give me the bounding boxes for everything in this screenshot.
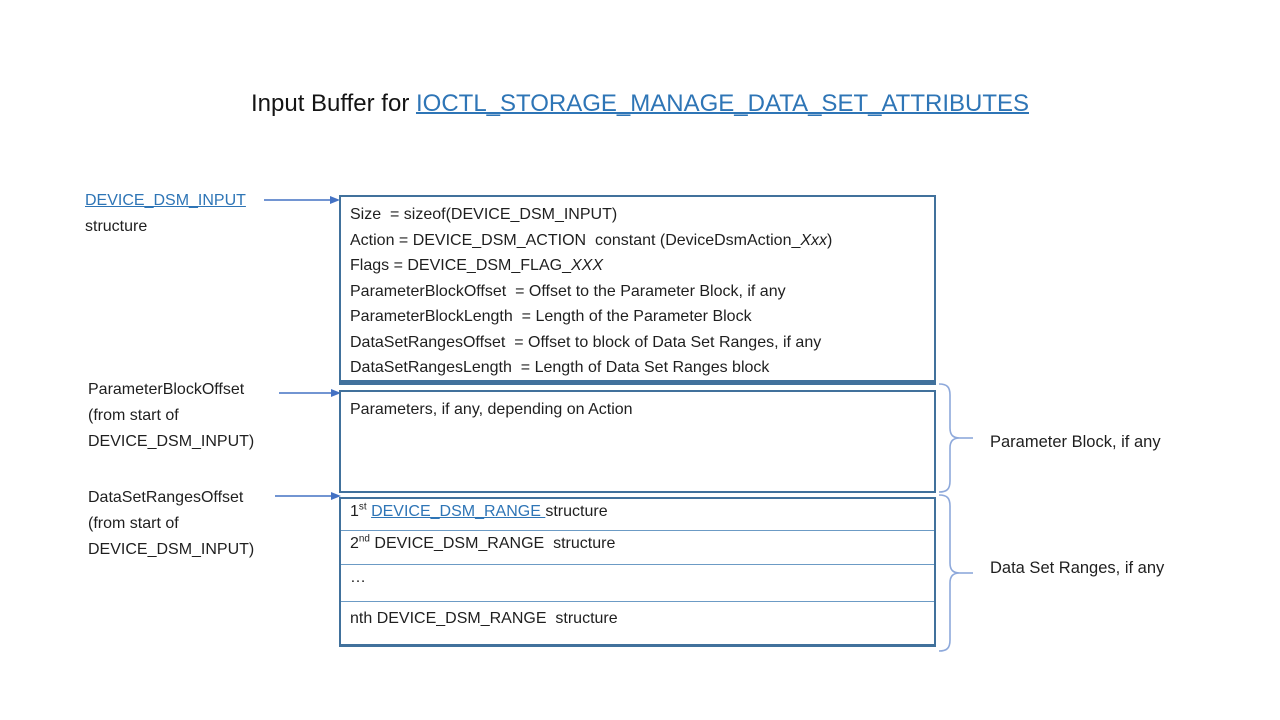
label-data-set-ranges-if-any: Data Set Ranges, if any <box>990 559 1165 577</box>
label-line: DataSetRangesOffset <box>88 489 244 506</box>
ioctl-storage-manage-data-set-attributes-link[interactable]: IOCTL_STORAGE_MANAGE_DATA_SET_ATTRIBUTES <box>415 90 1030 117</box>
struct-line-data-set-ranges-offset: DataSetRangesOffset = Offset to block of… <box>350 333 822 351</box>
device-dsm-input-link[interactable]: DEVICE_DSM_INPUT <box>85 192 246 209</box>
struct-line-action: Action = DEVICE_DSM_ACTION constant (Dev… <box>350 231 833 249</box>
range-row-2: 2nd DEVICE_DSM_RANGE structure <box>341 530 934 564</box>
label-line: ParameterBlockOffset <box>88 381 245 398</box>
label-line: (from start of <box>88 515 179 532</box>
input-struct-arrow-icon <box>264 196 340 204</box>
page-title: Input Buffer for IOCTL_STORAGE_MANAGE_DA… <box>0 90 1280 118</box>
data-set-ranges-offset-arrow-icon <box>275 492 341 500</box>
label-line: DEVICE_DSM_INPUT) <box>88 433 255 450</box>
label-device-dsm-input-structure: DEVICE_DSM_INPUT structure <box>85 188 246 240</box>
struct-line-parameter-block-offset: ParameterBlockOffset = Offset to the Par… <box>350 282 786 300</box>
struct-line-size: Size = sizeof(DEVICE_DSM_INPUT) <box>350 206 618 223</box>
data-set-ranges-brace-icon <box>938 494 973 652</box>
parameter-block-box: Parameters, if any, depending on Action <box>339 390 936 493</box>
label-parameter-block-offset: ParameterBlockOffset (from start of DEVI… <box>88 377 254 455</box>
label-line: DEVICE_DSM_INPUT) <box>88 541 255 558</box>
parameter-block-brace-icon <box>938 383 973 493</box>
range-row-nth: nth DEVICE_DSM_RANGE structure <box>341 601 934 644</box>
label-line: (from start of <box>88 407 179 424</box>
range-row-1: 1st DEVICE_DSM_RANGE structure <box>350 501 608 520</box>
device-dsm-input-struct-box: Size = sizeof(DEVICE_DSM_INPUT) Action =… <box>339 195 936 385</box>
label-data-set-ranges-offset: DataSetRangesOffset (from start of DEVIC… <box>88 485 254 563</box>
parameter-block-offset-arrow-icon <box>279 389 341 397</box>
label-parameter-block-if-any: Parameter Block, if any <box>990 433 1161 451</box>
struct-line-parameter-block-length: ParameterBlockLength = Length of the Par… <box>350 308 752 325</box>
device-dsm-range-link[interactable]: DEVICE_DSM_RANGE <box>371 503 546 520</box>
struct-line-data-set-ranges-length: DataSetRangesLength = Length of Data Set… <box>350 359 770 376</box>
data-set-ranges-box: 1st DEVICE_DSM_RANGE structure 2nd DEVIC… <box>339 497 936 647</box>
struct-line-flags: Flags = DEVICE_DSM_FLAG_XXX <box>350 257 603 274</box>
label-structure-text: structure <box>85 218 148 235</box>
parameters-text: Parameters, if any, depending on Action <box>350 401 633 418</box>
title-prefix: Input Buffer for <box>250 90 416 117</box>
range-row-ellipsis: … <box>341 564 934 601</box>
